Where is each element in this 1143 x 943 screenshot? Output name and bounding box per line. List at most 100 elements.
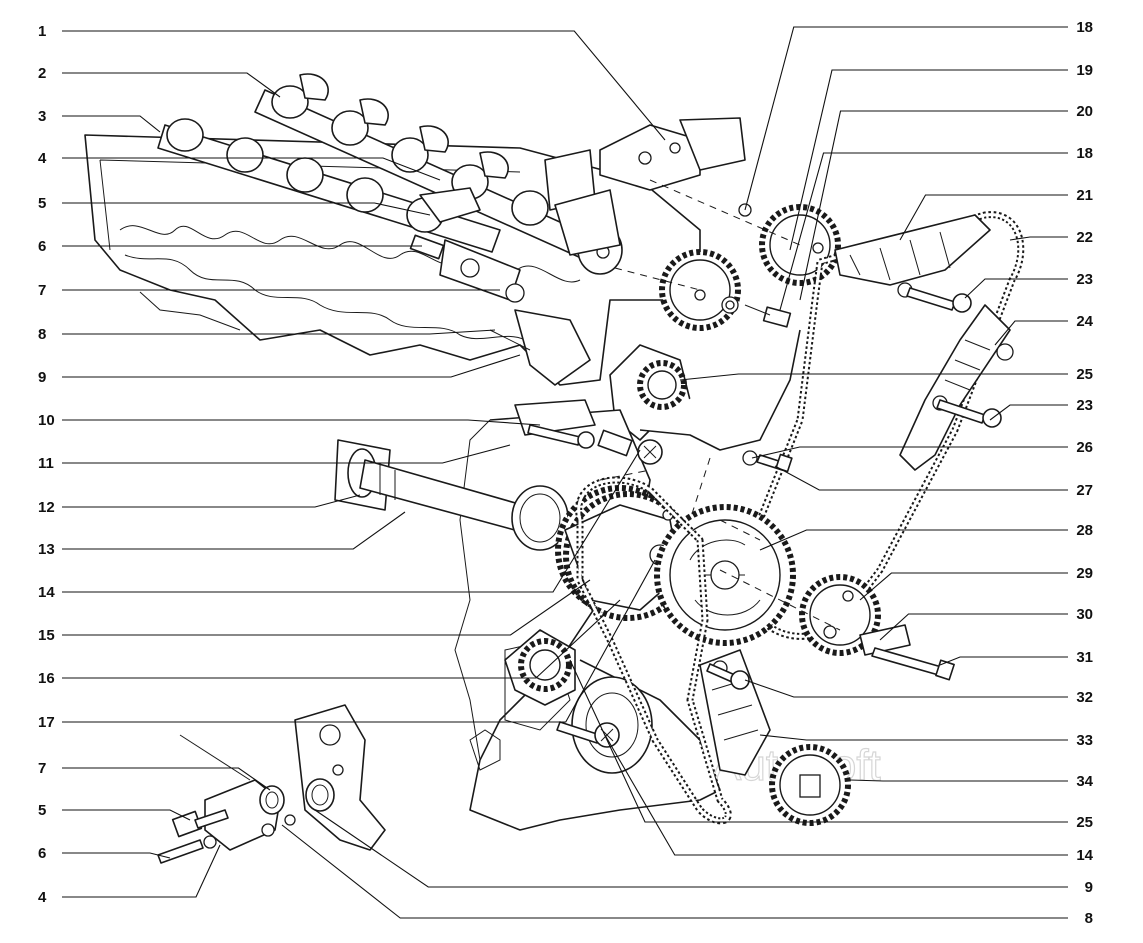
camshaft-drive-sprocket-28	[654, 504, 796, 646]
chain-tensioner-upper	[409, 187, 591, 386]
bolt-27	[756, 453, 793, 473]
camshaft-sprocket-exhaust	[738, 203, 841, 286]
callout-label: 1	[38, 23, 46, 40]
callout-leader-line	[789, 69, 1068, 251]
callout-label: 34	[1076, 773, 1093, 790]
callout-leader-line	[879, 613, 1068, 641]
callout-label: 18	[1076, 145, 1093, 162]
callout-label: 22	[1076, 229, 1093, 246]
callout-leader-line	[744, 26, 1068, 211]
tensioner-body-lower	[204, 779, 296, 851]
crankshaft-sprocket-34	[769, 744, 851, 826]
callout-label: 31	[1076, 649, 1093, 666]
callout-label: 30	[1076, 606, 1093, 623]
callout-leader-line	[759, 734, 1068, 741]
callout-label: 21	[1076, 187, 1093, 204]
callout-label: 6	[38, 238, 46, 255]
callout-label: 12	[38, 499, 55, 516]
callout-leader-line	[314, 809, 1068, 888]
guide-bolt-23-mid	[936, 399, 1002, 428]
callout-label: 5	[38, 802, 46, 819]
washer-26	[742, 450, 758, 466]
chain-guide-upper	[834, 214, 991, 298]
callout-leader-line	[939, 656, 1068, 666]
callout-leaders	[62, 26, 1068, 919]
callout-leader-line	[62, 30, 666, 141]
callout-label: 10	[38, 412, 55, 429]
oil-pump-sprocket-29	[799, 574, 881, 656]
callout-label: 6	[38, 845, 46, 862]
callout-label: 9	[1085, 879, 1093, 896]
callout-label: 15	[38, 627, 55, 644]
callout-label: 17	[38, 714, 55, 731]
callout-label: 18	[1076, 19, 1093, 36]
callout-leader-line	[679, 373, 1068, 381]
callout-leader-line	[899, 194, 1068, 241]
camshaft-upper	[254, 73, 623, 275]
callout-label: 29	[1076, 565, 1093, 582]
callout-label: 14	[1076, 847, 1093, 864]
callout-label: 20	[1076, 103, 1093, 120]
camshaft-sprocket-intake	[659, 249, 741, 331]
callout-leader-line	[779, 152, 1068, 311]
callout-label: 2	[38, 65, 46, 82]
callout-label: 8	[1085, 910, 1093, 927]
bracket-30-bolt-31	[859, 624, 955, 681]
callout-label: 4	[38, 889, 47, 906]
callout-leader-line	[1009, 236, 1068, 241]
callout-label: 33	[1076, 732, 1093, 749]
callout-leader-line	[62, 844, 221, 898]
timing-chain-lower	[575, 476, 732, 825]
callout-label: 25	[1076, 814, 1093, 831]
callout-leader-line	[62, 444, 511, 464]
callout-label: 27	[1076, 482, 1093, 499]
callout-leader-line	[62, 579, 591, 636]
guide-bracket-10	[514, 399, 596, 449]
callout-leader-line	[964, 278, 1068, 299]
idler-sprocket-upper	[609, 329, 801, 451]
bolt-14-upper	[597, 429, 663, 465]
callout-labels: 1234567891011121314151617756418192018212…	[38, 19, 1094, 927]
callout-label: 7	[38, 282, 46, 299]
callout-leader-line	[62, 809, 191, 821]
callout-leader-line	[859, 572, 1068, 601]
callout-label: 3	[38, 108, 46, 125]
bolt-32	[706, 663, 750, 690]
callout-label: 19	[1076, 62, 1093, 79]
callout-label: 13	[38, 541, 55, 558]
callout-leader-line	[62, 72, 281, 98]
callout-leader-line	[759, 529, 1068, 551]
callout-label: 25	[1076, 366, 1093, 383]
callout-label: 7	[38, 760, 46, 777]
callout-label: 28	[1076, 522, 1093, 539]
callout-label: 8	[38, 326, 46, 343]
idler-sprocket-lower	[504, 629, 576, 706]
callout-leader-line	[62, 559, 656, 723]
callout-leader-line	[994, 320, 1068, 346]
camshaft-bearing-caps	[544, 117, 746, 256]
chain-tensioner-rail	[899, 304, 1014, 471]
callout-label: 16	[38, 670, 55, 687]
callout-leader-line	[281, 824, 1068, 919]
callout-leader-line	[744, 679, 1068, 698]
callout-leader-line	[62, 767, 271, 791]
callout-leader-line	[62, 157, 441, 181]
callout-label: 24	[1076, 313, 1093, 330]
intermediate-shaft	[334, 439, 576, 551]
callout-label: 9	[38, 369, 46, 386]
callout-label: 23	[1076, 397, 1093, 414]
callout-leader-line	[62, 599, 621, 679]
callout-leader-line	[62, 511, 406, 550]
sprocket-bolt	[744, 304, 792, 328]
callout-leader-line	[604, 734, 1068, 856]
callout-label: 32	[1076, 689, 1093, 706]
callout-leader-line	[849, 779, 1068, 782]
callout-leader-line	[62, 354, 521, 378]
callout-label: 11	[38, 455, 54, 472]
callout-label: 4	[38, 150, 47, 167]
guide-bolt-23-top	[906, 287, 972, 313]
callout-label: 23	[1076, 271, 1093, 288]
callout-leader-line	[62, 494, 361, 508]
callout-label: 5	[38, 195, 46, 212]
